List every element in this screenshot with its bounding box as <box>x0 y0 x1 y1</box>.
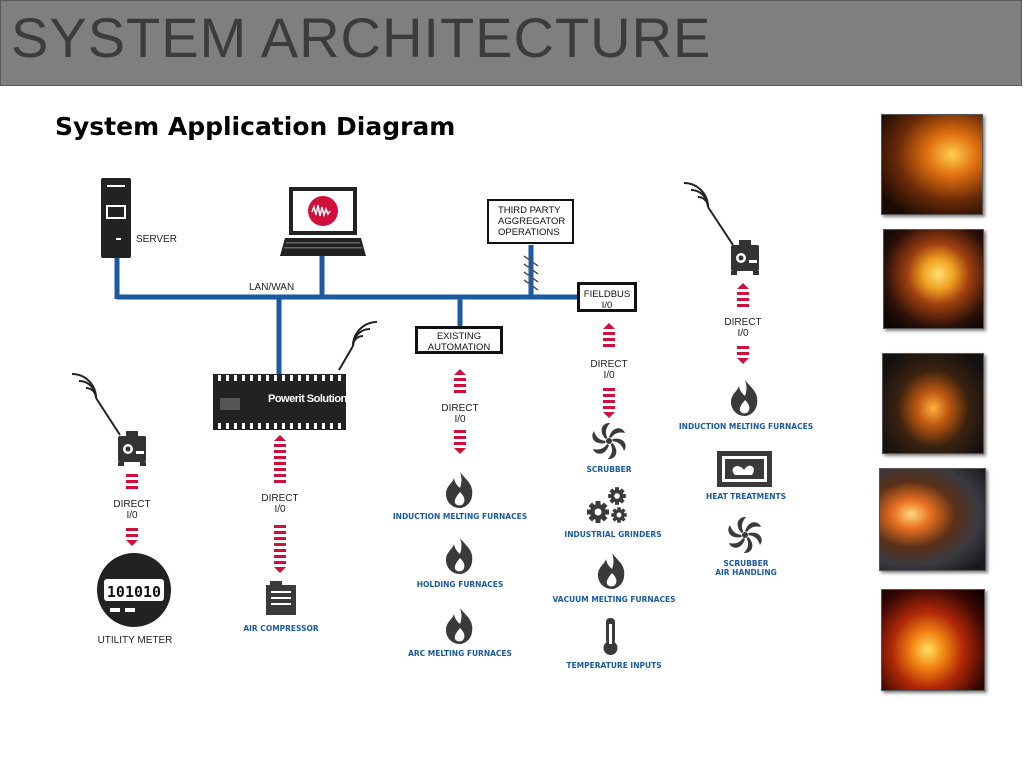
load-label: HEAT TREATMENTS <box>705 492 787 501</box>
hot-coil-photo <box>883 229 984 329</box>
lan-wan-label: LAN/WAN <box>249 282 295 293</box>
io-device-icon <box>118 431 146 466</box>
lan-wan-bus <box>114 245 606 374</box>
third-party-box: THIRD PARTY AGGREGATOR OPERATIONS <box>487 199 574 244</box>
powerit-controller <box>213 374 346 430</box>
fieldbus-box: FIELDBUS I/0 <box>577 282 637 312</box>
flame-icon <box>446 472 473 508</box>
hatched-link <box>523 255 539 291</box>
wireless-icon <box>683 182 734 246</box>
fan-icon <box>589 420 629 462</box>
compressor-icon <box>266 581 296 615</box>
direct-io-arrows <box>126 283 749 573</box>
meter-icon <box>97 553 171 627</box>
server-icon <box>101 178 131 258</box>
load-label: INDUCTION MELTING FURNACES <box>678 422 814 431</box>
title-bar: SYSTEM ARCHITECTURE <box>0 0 1022 86</box>
oven-icon <box>717 451 772 487</box>
page-title: SYSTEM ARCHITECTURE <box>11 6 712 69</box>
diagram-subtitle: System Application Diagram <box>55 112 456 141</box>
load-label: ARC MELTING FURNACES <box>408 649 512 658</box>
powerit-label: Powerit Solutions <box>268 393 353 405</box>
fan-icon <box>725 514 765 556</box>
flame-icon <box>731 380 758 416</box>
pouring-photo <box>879 468 986 571</box>
load-label: HOLDING FURNACES <box>416 580 504 589</box>
load-label: SCRUBBER <box>723 559 769 568</box>
flame-icon <box>598 553 625 589</box>
server-label: SERVER <box>136 234 177 245</box>
load-label: INDUSTRIAL GRINDERS <box>564 530 662 539</box>
wireless-icon <box>338 321 378 371</box>
load-label: INDUCTION MELTING FURNACES <box>392 512 528 521</box>
thermometer-icon <box>603 618 618 655</box>
load-label: SCRUBBER <box>586 465 632 474</box>
meter-display: 101010 <box>106 583 162 601</box>
laptop-icon <box>280 187 366 256</box>
gears-icon <box>587 487 627 523</box>
furnace-hall-photo <box>882 353 984 454</box>
foundry-photo <box>881 114 983 215</box>
load-label: VACUUM MELTING FURNACES <box>552 595 676 604</box>
utility-meter-label: UTILITY METER <box>97 635 173 646</box>
air-compressor-label: AIR COMPRESSOR <box>243 624 319 633</box>
flame-icon <box>446 608 473 644</box>
molten-metal-photo <box>881 589 985 691</box>
existing-automation-box: EXISTING AUTOMATION <box>415 326 503 354</box>
flame-icon <box>446 538 473 574</box>
load-label: AIR HANDLING <box>715 568 777 577</box>
io-device-icon <box>731 240 759 275</box>
load-label: TEMPERATURE INPUTS <box>566 661 662 670</box>
wireless-icon <box>71 373 121 436</box>
